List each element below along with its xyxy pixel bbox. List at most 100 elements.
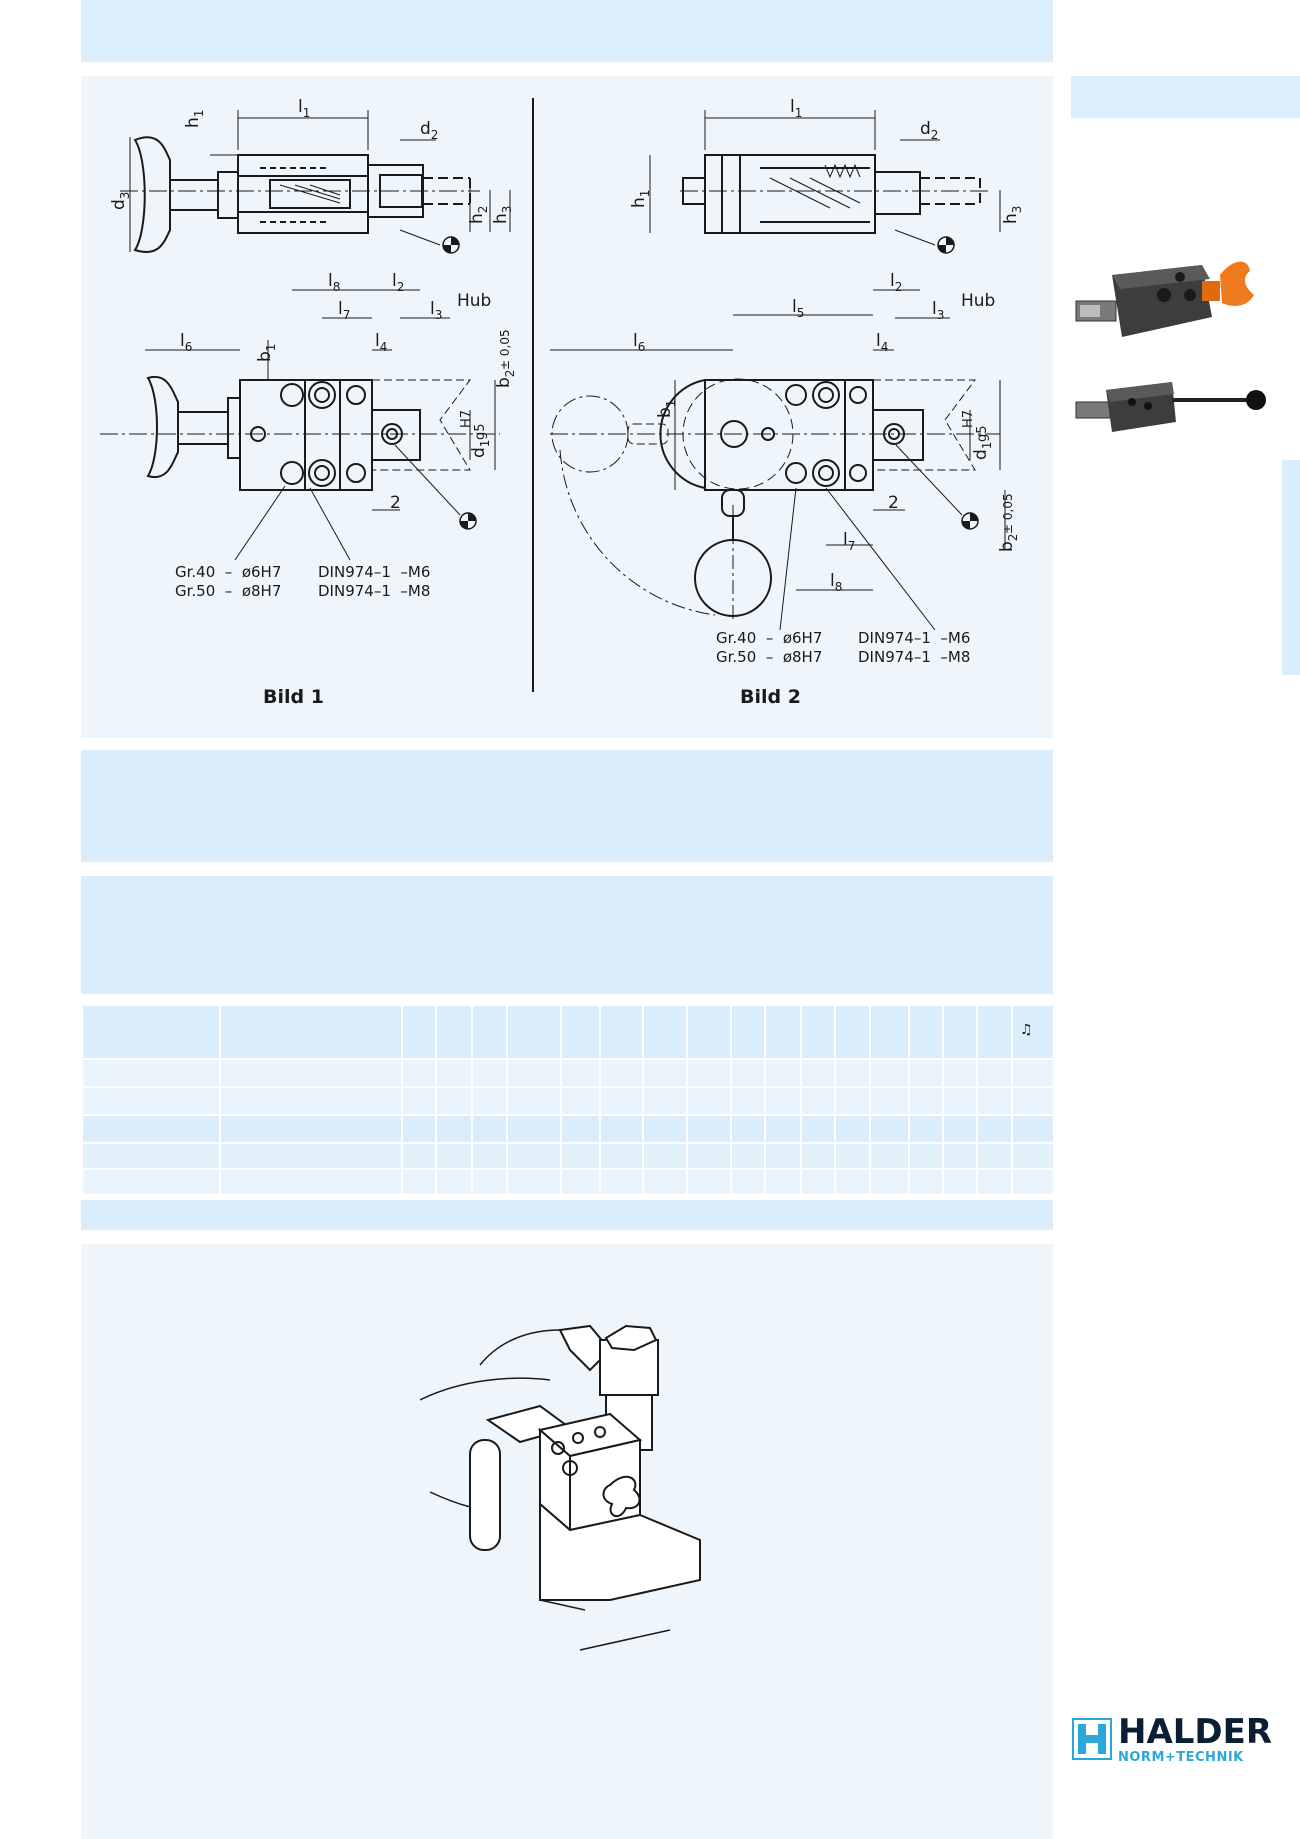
hub-label-fig1: Hub: [457, 291, 491, 311]
table-row: [80, 1115, 1053, 1144]
description-band: [81, 750, 1053, 862]
dim-h3-fig2: h3: [1001, 206, 1024, 224]
table-row: [80, 1087, 1053, 1116]
dim-l1-fig2-subscript: 1: [795, 106, 803, 120]
dim-b1-fig2: b1: [655, 400, 678, 418]
dim-l2-fig1: l2: [392, 271, 404, 294]
dim-b2-fig1-subscript: 2: [503, 370, 517, 378]
dim-b1-fig2-subscript: 1: [664, 400, 678, 408]
dim-h2-fig1-subscript: 2: [476, 206, 490, 214]
b2-tolerance-fig2: ± 0,05: [1001, 493, 1015, 534]
dim-h3-fig1-subscript: 3: [500, 206, 514, 214]
caption-band: [81, 1200, 1053, 1230]
dim-l2-fig2-subscript: 2: [895, 280, 903, 294]
dim-l5-fig2: l5: [792, 297, 804, 320]
fit-h7-fig2: H7: [961, 410, 976, 428]
fig2-din-note: DIN974–1 –M6 DIN974–1 –M8: [858, 629, 971, 666]
dim-d3-fig1: d3: [109, 192, 132, 210]
dim-l7-fig2-subscript: 7: [848, 539, 856, 553]
dim-l3-fig2: l3: [932, 299, 944, 322]
fig1-top-view: [100, 289, 500, 561]
dim-b2-fig2: b2: [997, 534, 1020, 552]
fig2-top-view: [550, 289, 1006, 631]
logo-name: HALDER: [1118, 1712, 1273, 1752]
stroke-2-fig2: 2: [888, 493, 899, 513]
dim-l8-fig1: l8: [328, 271, 340, 294]
fig2-pin-note: Gr.40 – ø6H7 Gr.50 – ø8H7: [716, 629, 823, 666]
product-photo-lever: [1075, 382, 1266, 432]
dim-l4-fig2-subscript: 4: [881, 340, 889, 354]
table-row: [80, 1169, 1053, 1196]
dim-l3-fig1: l3: [430, 299, 442, 322]
dim-l7-fig2: l7: [843, 530, 855, 553]
dim-l3-fig2-subscript: 3: [937, 308, 945, 322]
notes-band: [81, 876, 1053, 994]
dim-h1-fig2: h1: [629, 190, 652, 208]
dim-b2-fig1: b2: [494, 370, 517, 388]
dim-l1-fig1-subscript: 1: [303, 106, 311, 120]
dim-d2-fig1-subscript: 2: [431, 128, 439, 142]
dim-l6-fig1-subscript: 6: [185, 340, 193, 354]
dim-l4-fig1: l4: [375, 331, 387, 354]
weight-icon: ♫: [1020, 1022, 1033, 1038]
fig2-caption: Bild 2: [740, 686, 801, 708]
fig2-side-view: [649, 110, 1001, 254]
fit-h7-fig1: H7: [459, 410, 474, 428]
hub-label-fig2: Hub: [961, 291, 995, 311]
dim-d1-fig1: d1: [469, 440, 492, 458]
table-header-row: [80, 1006, 1053, 1060]
dim-h3-fig2-subscript: 3: [1010, 206, 1024, 214]
dim-d2-fig2: d2: [920, 119, 938, 142]
dim-l3-fig1-subscript: 3: [435, 308, 443, 322]
fig1-din-note: DIN974–1 –M6 DIN974–1 –M8: [318, 563, 431, 600]
dim-l7-fig1-subscript: 7: [343, 308, 351, 322]
table-row: [80, 1143, 1053, 1170]
b2-tolerance-fig1: ± 0,05: [498, 329, 512, 370]
dim-h1-fig1-subscript: 1: [192, 110, 206, 118]
spec-table: [80, 1006, 1053, 1196]
chapter-edge-tab[interactable]: [1282, 460, 1300, 675]
stroke-2-fig1: 2: [390, 493, 401, 513]
fit-g5-fig1: g5: [473, 423, 488, 440]
table-row: [80, 1059, 1053, 1088]
dim-l2-fig2: l2: [890, 271, 902, 294]
product-photo-knob: [1075, 261, 1254, 337]
dim-l2-fig1-subscript: 2: [397, 280, 405, 294]
dim-h3-fig1: h3: [491, 206, 514, 224]
right-header-tab: [1071, 76, 1300, 118]
dim-l8-fig2-subscript: 8: [835, 580, 843, 594]
header-band: [81, 0, 1053, 62]
dim-l5-fig2-subscript: 5: [797, 306, 805, 320]
dim-h1-fig2-subscript: 1: [638, 190, 652, 198]
fig1-pin-note: Gr.40 – ø6H7 Gr.50 – ø8H7: [175, 563, 282, 600]
dim-l1-fig2: l1: [790, 97, 802, 120]
halder-logo: HALDER NORM+TECHNIK: [1072, 1712, 1272, 1766]
application-sketch: [420, 1324, 701, 1651]
dim-b2-fig2-subscript: 2: [1006, 534, 1020, 542]
logo-subtitle: NORM+TECHNIK: [1118, 1750, 1244, 1765]
dim-b1-fig1: b1: [255, 344, 278, 362]
halder-logo-icon: [1072, 1718, 1112, 1760]
dim-d3-fig1-subscript: 3: [118, 192, 132, 200]
dim-l8-fig1-subscript: 8: [333, 280, 341, 294]
fit-g5-fig2: g5: [975, 425, 990, 442]
drawing-panel: [81, 76, 1053, 738]
dim-d1-fig2-subscript: 1: [980, 442, 994, 450]
dim-h1-fig1: h1: [183, 110, 206, 128]
dim-l6-fig1: l6: [180, 331, 192, 354]
dim-l6-fig2: l6: [633, 331, 645, 354]
dim-l4-fig2: l4: [876, 331, 888, 354]
dim-l8-fig2: l8: [830, 571, 842, 594]
dim-l7-fig1: l7: [338, 299, 350, 322]
dim-b1-fig1-subscript: 1: [264, 344, 278, 352]
fig1-caption: Bild 1: [263, 686, 324, 708]
dim-d1-fig1-subscript: 1: [478, 440, 492, 448]
dim-l4-fig1-subscript: 4: [380, 340, 388, 354]
fig1-side-view: [120, 110, 511, 254]
dim-d2-fig2-subscript: 2: [931, 128, 939, 142]
dim-l1-fig1: l1: [298, 97, 310, 120]
dim-d1-fig2: d1: [971, 442, 994, 460]
dim-d2-fig1: d2: [420, 119, 438, 142]
dim-l6-fig2-subscript: 6: [638, 340, 646, 354]
